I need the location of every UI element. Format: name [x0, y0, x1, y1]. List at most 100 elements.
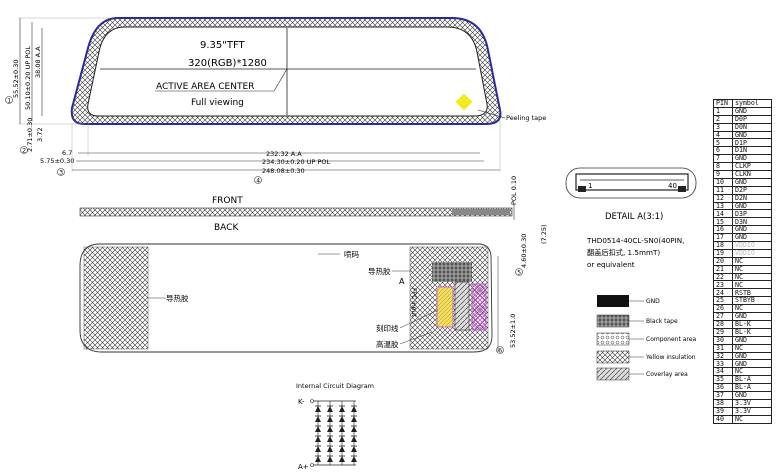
detail-outline: [565, 167, 697, 199]
coverlay-region: [454, 281, 470, 331]
legend-label-yellow: Yellow insulation: [645, 354, 696, 361]
dim-4-60: 4.60±0.30: [520, 234, 528, 268]
peeling-tape-label: Peeling tape: [506, 114, 546, 122]
legend-label-gnd: GND: [646, 298, 660, 305]
internal-circuit: Internal Circuit Diagram K- A+: [296, 382, 374, 471]
pin-symbol: D2N: [732, 193, 772, 203]
pin-symbol: GND: [732, 201, 772, 211]
led-diode-icon: [339, 416, 345, 422]
pin-symbol: GND: [732, 130, 772, 140]
legend-swatch-coverlay: [596, 367, 630, 381]
symbol-header: symbol: [732, 99, 772, 108]
dim-53-52: 53.52±1.0: [509, 314, 517, 348]
legend-swatch-component: [596, 332, 630, 346]
pin-symbol: NC: [732, 272, 772, 282]
pin-symbol: NC: [732, 264, 772, 274]
led-diode-icon: [327, 446, 333, 452]
pin-number: 30: [713, 335, 733, 345]
pen-label: 喷码: [344, 249, 359, 259]
pin-number: 14: [713, 209, 733, 219]
pin-symbol: NC: [732, 343, 772, 353]
legend: GND Black tape Component area Yellow ins…: [596, 295, 696, 381]
dim-2-71: 2.71±0.30: [26, 118, 34, 152]
led-diode-icon: [339, 426, 345, 432]
legend-label-black-tape: Black tape: [646, 318, 678, 325]
connector-line3: or equivalent: [587, 260, 635, 269]
dim-7-25: (7.25): [540, 224, 548, 244]
detail-a: 1 40 DETAIL A(3:1) THD0514-40CL-SN0(40PI…: [565, 167, 697, 269]
legend-swatch-gnd: [597, 295, 629, 307]
dim-3-72: 3.72: [36, 128, 44, 142]
led-diode-icon: [327, 406, 333, 412]
back-view: 导热胶 喷码 导热胶 A FPC input 刻印线 高温胶 53.52±1.0…: [79, 243, 517, 355]
pin-number: 32: [713, 351, 733, 361]
title-line1: 9.35"TFT: [200, 40, 246, 51]
fpc-purple-region: [471, 283, 487, 331]
dim-pol: POL 0.10: [510, 176, 518, 205]
component-region: [436, 286, 454, 328]
led-diode-icon: [351, 446, 357, 452]
pin-number: 12: [713, 193, 733, 203]
heat-tape-left: [83, 246, 149, 350]
led-diode-icon: [315, 426, 321, 432]
dim-248: 248.08±0.30: [262, 167, 305, 175]
peeling-tape-mark: [455, 93, 473, 111]
led-diode-icon: [315, 436, 321, 442]
circuit-title: Internal Circuit Diagram: [296, 382, 374, 390]
pin-symbol: D0P: [732, 114, 772, 124]
pin-number: 21: [713, 264, 733, 274]
pin-number: 23: [713, 280, 733, 290]
cut-line-label: 刻印线: [376, 323, 399, 333]
viewing-label: Full viewing: [191, 98, 244, 108]
pin-symbol: VDDIO: [732, 248, 772, 258]
led-diode-icon: [351, 416, 357, 422]
circle-5: 5: [517, 270, 521, 277]
circle-2: 2: [22, 148, 26, 155]
circuit-a-label: A+: [298, 463, 309, 471]
detail-pin-right: 40: [668, 182, 677, 190]
legend-swatch-yellow: [596, 350, 630, 364]
dim-38-08: 38.08 A.A: [34, 46, 42, 78]
legend-label-coverlay: Coverlay area: [646, 371, 688, 378]
led-diode-icon: [315, 406, 321, 412]
dim-6-7: 6.7: [62, 149, 72, 157]
led-diode-icon: [351, 456, 357, 462]
back-label: BACK: [214, 223, 239, 233]
circle-6: 6: [498, 348, 502, 355]
top-view: Peeling tape 9.35"TFT 320(RGB)*1280 ACTI…: [5, 17, 546, 185]
side-view: FRONT BACK POL 0.10 4.60±0.30 (7.25) 5: [79, 176, 548, 277]
pin-number: 11: [713, 185, 733, 195]
pin-number: 3: [713, 122, 733, 132]
high-temp-tape-label: 高温胶: [376, 339, 399, 349]
active-area-center-label: ACTIVE AREA CENTER: [156, 82, 254, 92]
title-line2: 320(RGB)*1280: [188, 58, 267, 69]
side-profile: [79, 207, 513, 217]
connector-line1: THD0514-40CL-SN0(40PIN,: [586, 236, 684, 245]
heat-tape-left-label: 导热胶: [166, 293, 189, 303]
led-diode-icon: [315, 446, 321, 452]
pin-number: 39: [713, 406, 733, 416]
circle-1: 1: [7, 98, 11, 105]
heat-tape-right-label: 导热胶: [368, 266, 391, 276]
led-diode-icon: [339, 446, 345, 452]
pin-symbol: 3.3V: [732, 406, 772, 416]
pin-symbol: NC: [732, 280, 772, 290]
dim-50-10: 50.10±0.20 UP POL: [24, 46, 32, 110]
detail-title: DETAIL A(3:1): [605, 212, 663, 222]
